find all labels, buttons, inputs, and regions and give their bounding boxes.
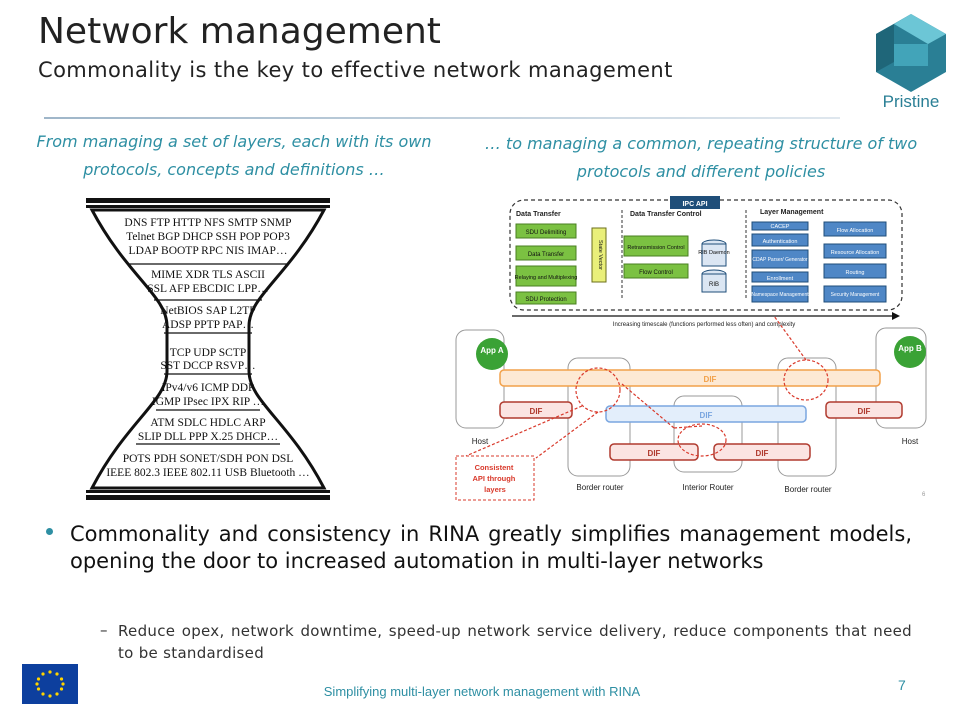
top-dif-bar [499, 369, 881, 387]
sub-bullet-marker: – [100, 621, 108, 639]
protocol-row: IEEE 802.3 IEEE 802.11 USB Bluetooth … [106, 467, 309, 479]
logo-wordmark: Pristine [883, 92, 940, 110]
protocol-row: SSL AFP EBCDIC LPP… [147, 283, 269, 295]
svg-text:DIF: DIF [858, 407, 871, 416]
protocol-row: ATM SDLC HDLC ARP [150, 417, 265, 429]
svg-text:SDU Protection: SDU Protection [525, 297, 566, 303]
dif-middle [605, 405, 807, 423]
svg-text:Resource Allocation: Resource Allocation [831, 250, 880, 256]
slide-title: Network management [38, 11, 441, 52]
protocol-row: POTS PDH SONET/SDH PON DSL [123, 453, 294, 465]
protocol-row: ADSP PPTP PAP… [162, 319, 254, 331]
protocol-row: IGMP IPsec IPX RIP … [152, 396, 264, 408]
sub-bullet: Reduce opex, network downtime, speed-up … [118, 622, 912, 662]
svg-text:Flow Allocation: Flow Allocation [837, 228, 874, 234]
svg-text:Data Transfer Control: Data Transfer Control [630, 211, 702, 218]
app-b-circle [894, 336, 926, 368]
consistent-api-label: Consistent API through layers [472, 463, 517, 494]
eu-flag-icon [22, 664, 78, 704]
interior-router-label: Interior Router [682, 483, 733, 492]
svg-text:Security Management: Security Management [831, 292, 880, 298]
title-divider [44, 117, 840, 119]
svg-text:App B: App B [898, 344, 922, 353]
protocol-row: NetBIOS SAP L2TP [160, 305, 255, 317]
layer-management-boxes: CACEP Authentication CDAP Parser/ Genera… [751, 221, 887, 303]
slide-subtitle: Commonality is the key to effective netw… [38, 58, 673, 82]
host-left-label: Host [472, 437, 489, 446]
svg-text:Routing: Routing [846, 270, 865, 276]
svg-text:IPC API: IPC API [682, 201, 707, 208]
protocol-row: TCP UDP SCTP [170, 347, 246, 359]
bullet-marker [46, 528, 53, 535]
svg-text:Layer Management: Layer Management [760, 209, 824, 216]
host-right-label: Host [902, 437, 919, 446]
svg-text:Namespace Management: Namespace Management [751, 292, 809, 298]
app-a-circle [476, 338, 508, 370]
page-number: 7 [898, 677, 906, 693]
svg-text:DIF: DIF [756, 449, 769, 458]
protocol-row: DNS FTP HTTP NFS SMTP SNMP [124, 217, 291, 229]
svg-text:State Vector: State Vector [597, 240, 603, 270]
dif-bottom-left [609, 443, 699, 461]
svg-text:Relaying and Multiplexing: Relaying and Multiplexing [515, 275, 578, 281]
protocol-hourglass: DNS FTP HTTP NFS SMTP SNMP Telnet BGP DH… [86, 198, 330, 500]
svg-text:Data Transfer: Data Transfer [528, 252, 564, 258]
dif-bottom-right [713, 443, 811, 461]
consistent-api-box [455, 455, 535, 501]
svg-text:Data Transfer: Data Transfer [516, 211, 561, 218]
svg-text:Flow Control: Flow Control [639, 270, 673, 276]
svg-text:Enrollment: Enrollment [767, 276, 794, 282]
border-router-left-label: Border router [576, 483, 623, 492]
protocol-row: Telnet BGP DHCP SSH POP POP3 [126, 231, 290, 243]
svg-text:CACEP: CACEP [771, 224, 790, 230]
svg-text:App A: App A [480, 346, 503, 355]
protocol-row: SST DCCP RSVP… [160, 360, 255, 372]
pristine-logo: Pristine [876, 14, 946, 110]
svg-text:SDU Delimiting: SDU Delimiting [526, 230, 567, 236]
data-transfer-boxes: SDU Delimiting Data Transfer Relaying an… [515, 223, 607, 305]
left-caption: From managing a set of layers, each with… [36, 132, 432, 179]
svg-text:RIB Daemon: RIB Daemon [698, 250, 730, 256]
main-bullet: Commonality and consistency in RINA grea… [70, 522, 912, 573]
svg-text:DIF: DIF [648, 449, 661, 458]
svg-text:RIB: RIB [709, 282, 719, 288]
protocol-row: SLIP DLL PPP X.25 DHCP… [138, 431, 278, 443]
svg-text:Authentication: Authentication [763, 239, 798, 245]
dtcp-boxes: Retransmission Control Flow Control RIB … [623, 235, 730, 293]
protocol-row: IPv4/v6 ICMP DDP [162, 382, 255, 394]
protocol-row: LDAP BOOTP RPC NIS IMAP… [129, 245, 288, 257]
svg-text:DIF: DIF [700, 411, 713, 420]
highlight-circles [465, 315, 829, 459]
svg-text:DIF: DIF [530, 407, 543, 416]
ipc-api-box [670, 196, 720, 209]
dif-right [825, 401, 903, 419]
right-caption: … to managing a common, repeating struct… [484, 134, 918, 181]
protocol-row: MIME XDR TLS ASCII [151, 269, 265, 281]
rina-diagram: IPC API Data Transfer Data Transfer Cont… [455, 196, 927, 501]
border-router-right-label: Border router [784, 485, 831, 494]
svg-text:Retransmission Control: Retransmission Control [627, 245, 684, 251]
footer-text: Simplifying multi-layer network manageme… [323, 684, 641, 699]
svg-text:CDAP Parser/ Generator: CDAP Parser/ Generator [752, 257, 808, 263]
small-slide-number: 6 [922, 492, 926, 498]
svg-text:DIF: DIF [704, 375, 717, 384]
timescale-label: Increasing timescale (functions performe… [613, 322, 795, 328]
